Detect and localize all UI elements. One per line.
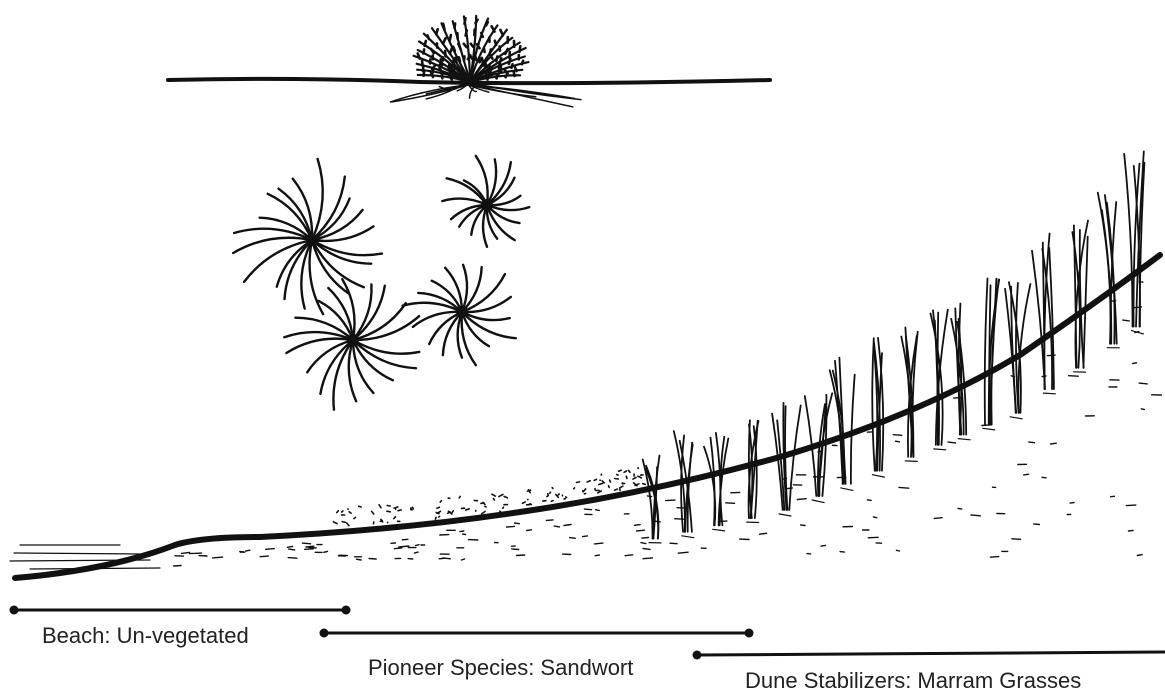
zone-range-pioneer [320,629,754,638]
zone-label-beach: Beach: Un-vegetated [42,625,249,647]
sandwort-rosette-icon-2 [442,156,529,247]
sandwort-rosette-icon-4 [284,279,419,410]
marram-grasses-icon [643,151,1145,542]
zone-label-dune: Dune Stabilizers: Marram Grasses [745,670,1081,692]
sand-texture [174,282,1162,566]
zone-label-pioneer: Pioneer Species: Sandwort [368,657,633,679]
sandwort-rosette-icon-1 [233,159,382,314]
sandwort-rosette-icon-3 [403,265,516,365]
zone-range-beach [10,606,351,615]
zone-range-dune [693,651,1165,660]
sandwort-side-view-icon [168,16,770,107]
